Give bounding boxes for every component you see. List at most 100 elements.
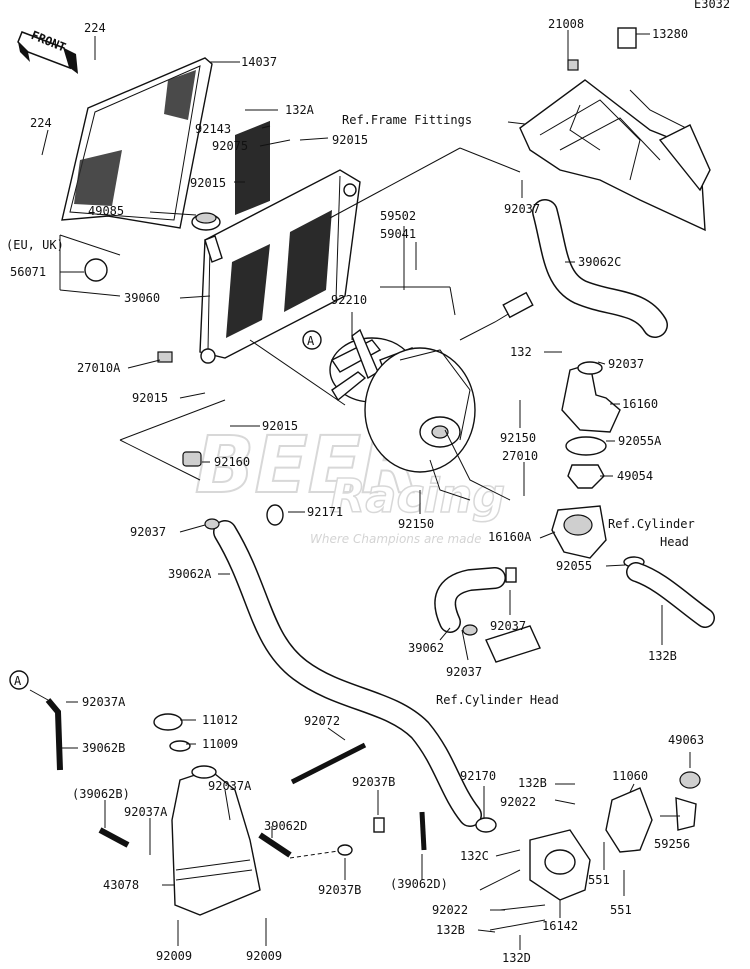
part-39062B: 39062B: [82, 741, 125, 755]
callout-a-lower-label: A: [14, 674, 22, 688]
part-11060: 11060: [612, 769, 648, 783]
diagram-code: E3032: [694, 0, 730, 11]
part-39062: 39062: [408, 641, 444, 655]
part-49054: 49054: [617, 469, 653, 483]
pipe-fitting: [485, 567, 541, 663]
part-92171: 92171: [307, 505, 343, 519]
ref-cylinder-head-1b: Head: [660, 535, 689, 549]
part-92037-c: 92037: [608, 357, 644, 371]
fan-assembly: [329, 291, 534, 501]
part-49085: 49085: [88, 204, 124, 218]
part-92037A-b: 92037A: [124, 805, 168, 819]
part-132C: 132C: [460, 849, 489, 863]
hose-39062A: [213, 520, 482, 827]
part-92015-a: 92015: [332, 133, 368, 147]
leader-lines: [29, 30, 691, 950]
part-132D: 132D: [502, 951, 531, 965]
part-13280: 13280: [652, 27, 688, 41]
part-92150-a: 92150: [500, 431, 536, 445]
part-27010A: 27010A: [77, 361, 121, 375]
part-39062A: 39062A: [168, 567, 212, 581]
part-39060: 39060: [124, 291, 160, 305]
part-92160: 92160: [214, 455, 250, 469]
hose-right: [626, 562, 715, 628]
part-92072: 92072: [304, 714, 340, 728]
reservoir-tank: [153, 713, 261, 916]
part-92143: 92143: [195, 122, 231, 136]
part-27010: 27010: [502, 449, 538, 463]
part-132B-a: 132B: [648, 649, 677, 663]
part-59041: 59041: [380, 227, 416, 241]
part-92022-b: 92022: [432, 903, 468, 917]
part-21008: 21008: [548, 17, 584, 31]
part-224-a: 224: [84, 21, 106, 35]
part-92037B-b: 92037B: [318, 883, 361, 897]
part-92037-e: 92037: [446, 665, 482, 679]
part-92150-b: 92150: [398, 517, 434, 531]
part-14037: 14037: [241, 55, 277, 69]
front-arrow-icon: FRONT: [17, 28, 78, 74]
part-92037-a: 92037: [130, 525, 166, 539]
part-92037-d: 92037: [490, 619, 526, 633]
part-92170: 92170: [460, 769, 496, 783]
watermark-sub: Racing: [330, 469, 505, 523]
ref-eu-uk: (EU, UK): [6, 238, 64, 252]
part-92015-c: 92015: [132, 391, 168, 405]
part-49063: 49063: [668, 733, 704, 747]
part-16160: 16160: [622, 397, 658, 411]
thermostat-housing: [551, 361, 645, 568]
part-92037A-c: 92037A: [208, 779, 252, 793]
ref-cylinder-head-2: Ref.Cylinder Head: [436, 693, 559, 707]
hose-39062: [434, 567, 506, 633]
frame-fitting-bracket: [519, 27, 711, 232]
part-59256: 59256: [654, 837, 690, 851]
part-11009: 11009: [202, 737, 238, 751]
radiator-core: [199, 120, 361, 364]
part-92037B-a: 92037B: [352, 775, 395, 789]
part-59502: 59502: [380, 209, 416, 223]
part-92015-b: 92015: [190, 176, 226, 190]
part-16160A: 16160A: [488, 530, 532, 544]
part-551-a: 551: [588, 873, 610, 887]
hose-clamps: [157, 351, 497, 833]
part-39062C: 39062C: [578, 255, 621, 269]
radiator-cap: [191, 212, 221, 231]
ref-cylinder-head-1: Ref.Cylinder: [608, 517, 695, 531]
part-92055: 92055: [556, 559, 592, 573]
part-92037-b: 92037: [504, 202, 540, 216]
overflow-hose: [45, 698, 427, 859]
part-92055A: 92055A: [618, 434, 662, 448]
part-132: 132: [510, 345, 532, 359]
part-39062B-paren: (39062B): [72, 787, 130, 801]
part-551-b: 551: [610, 903, 632, 917]
part-16142: 16142: [542, 919, 578, 933]
hose-39062C: [532, 199, 668, 338]
part-39062D: 39062D: [264, 819, 307, 833]
part-92015-d: 92015: [262, 419, 298, 433]
callout-a-lower: A: [9, 670, 29, 690]
part-56071: 56071: [10, 265, 46, 279]
part-92037A-a: 92037A: [82, 695, 126, 709]
part-labels: 224 224 14037 132A 92143 92075 92015 920…: [10, 17, 704, 965]
part-132B-c: 132B: [436, 923, 465, 937]
part-92022-a: 92022: [500, 795, 536, 809]
part-39062D-paren: (39062D): [390, 877, 448, 891]
part-92210: 92210: [331, 293, 367, 307]
part-92009-b: 92009: [246, 949, 282, 963]
part-92009-a: 92009: [156, 949, 192, 963]
watermark-tagline: Where Champions are made: [310, 532, 482, 546]
part-132B-b: 132B: [518, 776, 547, 790]
part-224-b: 224: [30, 116, 52, 130]
ref-frame-fittings: Ref.Frame Fittings: [342, 113, 472, 127]
part-132A: 132A: [285, 103, 315, 117]
water-pump: [479, 771, 701, 931]
callout-a-upper: A: [302, 330, 322, 350]
callout-a-upper-label: A: [307, 334, 315, 348]
radiator-shroud: [61, 57, 213, 229]
eu-uk-cap: [84, 258, 108, 282]
part-43078: 43078: [103, 878, 139, 892]
part-11012: 11012: [202, 713, 238, 727]
part-92075: 92075: [212, 139, 248, 153]
